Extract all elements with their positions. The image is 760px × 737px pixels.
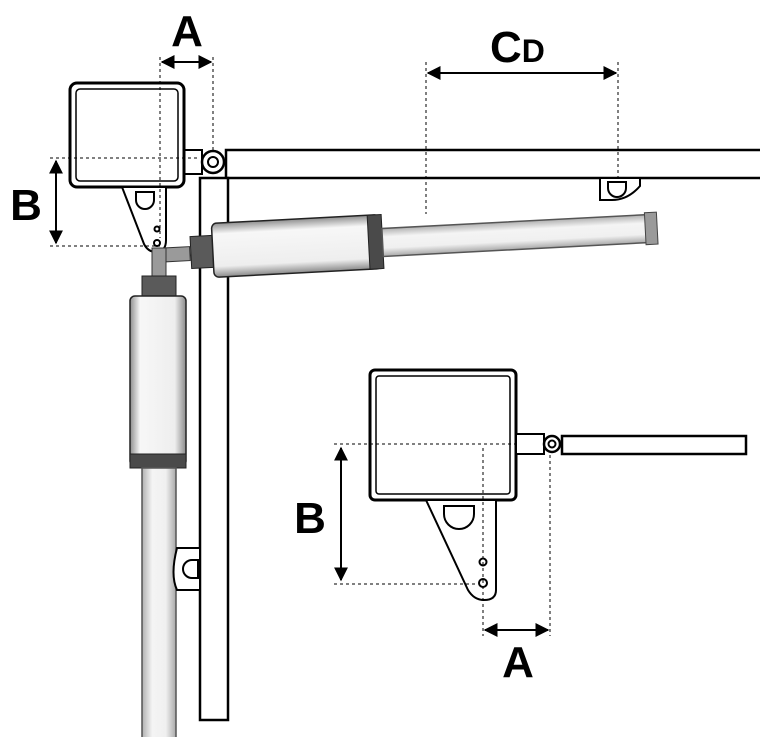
dimension-cd: CD (425, 23, 619, 214)
dimension-b-left: B (10, 157, 200, 247)
motor-box-top (68, 81, 186, 189)
dimension-b-detail: B (294, 443, 520, 585)
hinge-detail (515, 433, 748, 456)
rod-end-bracket-side (172, 547, 201, 591)
mounting-bracket-detail (424, 499, 497, 602)
gate-hinge (183, 149, 226, 175)
label-b-detail: B (294, 494, 326, 543)
dimension-a-top: A (159, 7, 214, 238)
actuator-closed-position (163, 211, 659, 278)
mounting-bracket-top (120, 186, 167, 254)
label-b-left: B (10, 181, 42, 230)
actuator-open-position (129, 247, 187, 737)
detail-view: B A (294, 368, 748, 687)
label-a-top: A (171, 7, 203, 56)
gate-horizontal-beam (224, 148, 760, 180)
label-a-detail: A (502, 638, 534, 687)
dimension-a-detail: A (482, 448, 551, 687)
rod-end-bracket-top (599, 177, 641, 201)
label-cd: CD (490, 23, 545, 72)
